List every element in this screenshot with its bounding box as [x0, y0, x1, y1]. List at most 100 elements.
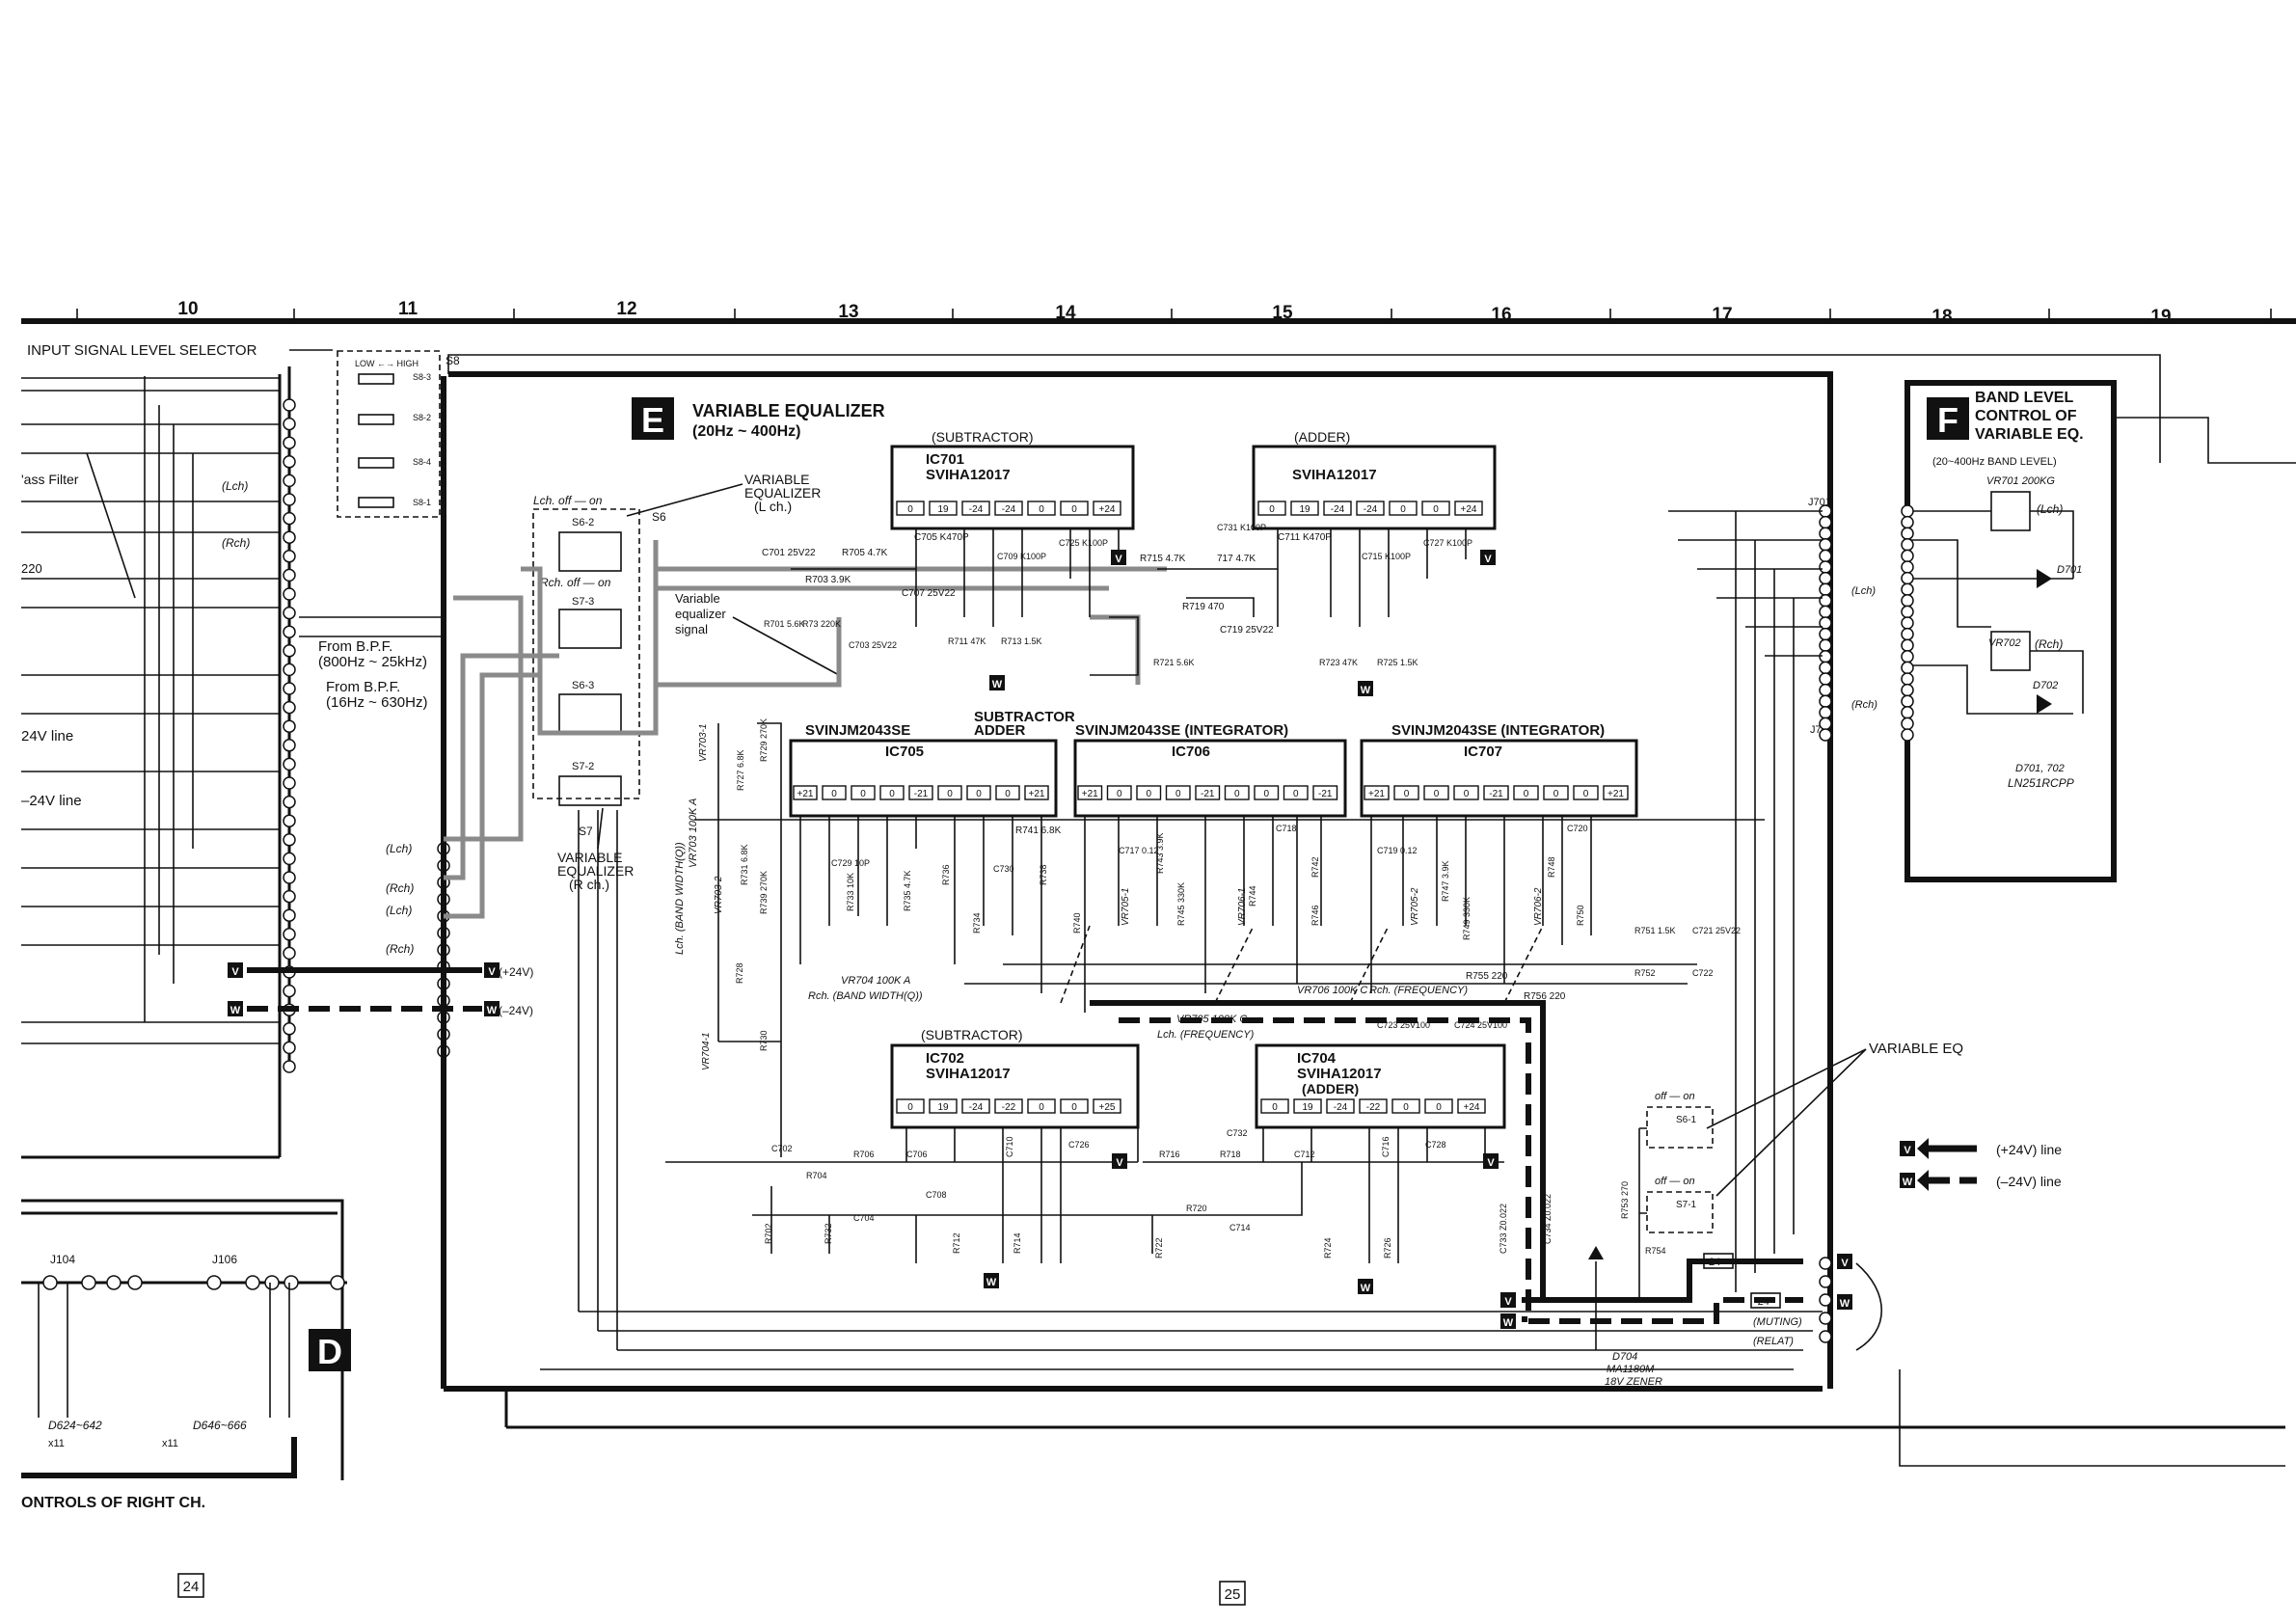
ic-pin-value: 0: [976, 789, 982, 799]
input-selector-area: INPUT SIGNAL LEVEL SELECTOR S8 LOW ←→ HI…: [21, 342, 1823, 1392]
ic-pin-value: 19: [1299, 504, 1310, 515]
x11a-label: x11: [48, 1438, 65, 1449]
bus-pin: [283, 1041, 296, 1055]
bus-pin: [283, 946, 296, 961]
section-f-band: (20~400Hz BAND LEVEL): [1932, 456, 2057, 468]
ic-pin-box: [1326, 1098, 1355, 1114]
vr702-label: VR702: [1988, 637, 2021, 649]
j701-pin: [1819, 683, 1832, 697]
ic-pin-value: 0: [1434, 789, 1440, 799]
s8-3-label: S8-3: [413, 372, 431, 382]
r701: R701 5.6K: [764, 619, 805, 629]
ic-pin-value: +24: [1461, 504, 1477, 515]
grid-col-19: 19: [2150, 307, 2171, 327]
section-e-subtitle: (20Hz ~ 400Hz): [692, 423, 801, 440]
ic-pin-value: 0: [1464, 789, 1470, 799]
ic-pin-value: 0: [889, 789, 895, 799]
bus-pin: [283, 417, 296, 431]
bus-pin: [283, 833, 296, 847]
svg-text:V: V: [1116, 1157, 1123, 1169]
x11b-label: x11: [162, 1438, 178, 1449]
ic-pin-box: [929, 501, 958, 516]
ic-pin-value: 19: [1302, 1102, 1313, 1113]
bus-pin: [283, 625, 296, 638]
j701-pin: [1819, 661, 1832, 675]
ic-pin-value: 0: [1404, 789, 1410, 799]
r735: R735 4.7K: [903, 870, 912, 911]
ic-pin-box: [1136, 785, 1162, 800]
r753: R753 270: [1620, 1181, 1630, 1219]
bus-pin: [283, 644, 296, 658]
r715: R715 4.7K: [1140, 554, 1186, 564]
ic-pin-box: [1195, 785, 1221, 800]
subtractor-top-label: (SUBTRACTOR): [932, 429, 1034, 445]
var-eq-l-2: EQUALIZER: [744, 485, 821, 501]
c707: C707 25V22: [902, 588, 956, 599]
grid-col-16: 16: [1491, 305, 1511, 325]
section-f-letter: F: [1937, 400, 1958, 440]
ic-pin-box: [994, 501, 1023, 516]
d704-part: MA1180M: [1607, 1364, 1655, 1375]
ic-pin-value: -21: [1489, 789, 1503, 799]
v-marker-ic704: [1483, 1153, 1499, 1169]
bus-pin: [283, 606, 296, 620]
ic-pin-box: [1389, 501, 1418, 516]
ic704-label: IC704: [1297, 1050, 1337, 1067]
ic-pin-value: -21: [1201, 789, 1215, 799]
r720: R720: [1186, 1204, 1207, 1213]
jack-pin: [245, 1275, 260, 1290]
ic705-part: SVINJM2043SE: [805, 722, 910, 739]
ic-pin-value: 0: [1039, 1102, 1044, 1113]
rch-label-3: (Rch): [386, 942, 414, 956]
c712: C712: [1294, 1150, 1315, 1159]
ic-pin-box: [1312, 785, 1338, 800]
c719: C719 25V22: [1220, 625, 1274, 636]
ic-pin-value: 0: [831, 789, 837, 799]
page-25: 25: [1225, 1586, 1241, 1603]
w-marker-ic704: [1358, 1279, 1373, 1294]
j701-pin: [1819, 571, 1832, 585]
ic-pin-box: [851, 785, 876, 800]
from-bpf1-label: From B.P.F.: [318, 638, 392, 655]
bus-pin: [283, 436, 296, 449]
svg-text:V: V: [1904, 1145, 1911, 1156]
ic704-part: SVIHA12017: [1297, 1066, 1382, 1082]
grid-col-14: 14: [1055, 303, 1076, 323]
from-bpf2-range: (16Hz ~ 630Hz): [326, 694, 427, 711]
ic702-label: IC702: [926, 1050, 964, 1067]
ic-pin-value: -24: [969, 504, 984, 515]
vr706-note: Rch. (FREQUENCY): [1369, 985, 1468, 996]
c716: C716: [1381, 1136, 1391, 1157]
c711: C711 K470P: [1278, 532, 1332, 543]
ic-pin-box: [994, 1098, 1023, 1114]
r733: R733 10K: [846, 873, 855, 911]
legend-v-marker: [1900, 1141, 1915, 1156]
ic-pin-value: 0: [1400, 504, 1406, 515]
ic707-part: SVINJM2043SE (INTEGRATOR): [1391, 722, 1605, 739]
var-eq-r-3: (R ch.): [569, 877, 609, 892]
j702-pin: [1901, 560, 1914, 574]
r751: R751 1.5K: [1634, 926, 1676, 935]
ic-pin-box: [961, 501, 990, 516]
rch-label-1: (Rch): [222, 536, 250, 550]
ic-pin-box: [793, 785, 818, 800]
r717: 717 4.7K: [1217, 554, 1256, 564]
ic-pin-value: +24: [1099, 504, 1116, 515]
ic-pin-box: [1454, 501, 1483, 516]
c719b: C719 0.12: [1377, 846, 1418, 855]
r732: R732: [824, 1223, 833, 1244]
j701-pin: [1819, 706, 1832, 719]
bus-pin: [283, 663, 296, 677]
diode-part: LN251RCPP: [2008, 776, 2074, 790]
bus-pin: [283, 984, 296, 998]
ic-pin-box: [1257, 501, 1286, 516]
ic-pin-value: +21: [1082, 789, 1098, 799]
section-d: D J104 J106 D624~642 D646~666 x11 x11 ON…: [21, 1199, 351, 1511]
grid-col-18: 18: [1931, 307, 1952, 327]
right-ch-label: ONTROLS OF RIGHT CH.: [21, 1495, 205, 1511]
r748: R748: [1547, 856, 1556, 878]
c702: C702: [771, 1144, 793, 1153]
var-eq-l-3: (L ch.): [754, 499, 792, 514]
c701: C701 25V22: [762, 548, 816, 558]
ic-pin-box: [1077, 785, 1103, 800]
